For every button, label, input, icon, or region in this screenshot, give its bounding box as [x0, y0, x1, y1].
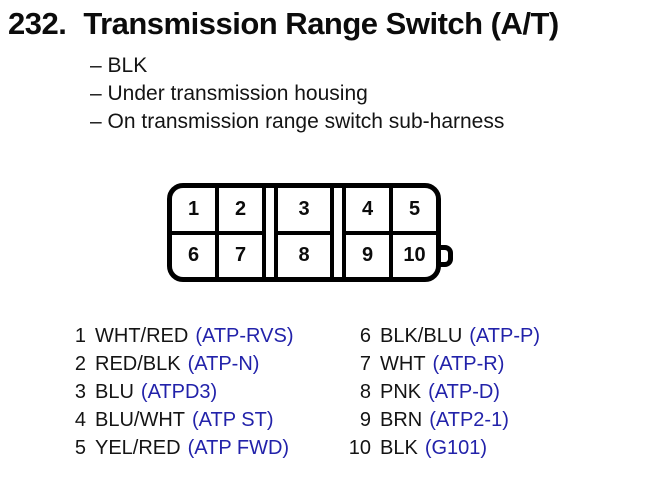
pin-cavity-4: 4 — [346, 188, 389, 231]
pin-number: 4 — [74, 408, 86, 431]
pin-number: 1 — [74, 324, 86, 347]
pin-cavity-7: 7 — [219, 234, 262, 277]
pin-signal-name: (ATP FWD) — [187, 436, 290, 459]
pin-wire-color: PNK — [380, 380, 422, 403]
pin-number: 5 — [74, 436, 86, 459]
pin-signal-name: (ATP-N) — [187, 352, 260, 375]
pin-number: 2 — [74, 352, 86, 375]
pin-signal-name: (ATP-P) — [469, 324, 540, 347]
pin-cavity-9: 9 — [346, 234, 389, 277]
section-number: 232. — [8, 6, 67, 41]
pin-signal-name: (ATP2-1) — [429, 408, 509, 431]
pin-row-8: 8 PNK (ATP-D) — [347, 378, 540, 406]
pin-cavity-3: 3 — [278, 188, 330, 231]
pin-wire-color: YEL/RED — [95, 436, 181, 459]
pin-row-3: 3 BLU (ATPD3) — [62, 378, 293, 406]
pin-signal-name: (ATPD3) — [140, 380, 218, 403]
pin-signal-name: (ATP-D) — [428, 380, 500, 403]
pin-cavity-6: 6 — [172, 234, 215, 277]
pin-wire-color: BLU — [95, 380, 134, 403]
connector-block-middle: 3 8 — [274, 188, 334, 277]
pin-wire-color: BLK/BLU — [380, 324, 463, 347]
pin-wire-color: BRN — [380, 408, 423, 431]
pin-number: 3 — [74, 380, 86, 403]
pin-row-10: 10 BLK (G101) — [347, 434, 540, 462]
pin-row-2: 2 RED/BLK (ATP-N) — [62, 350, 293, 378]
pin-cavity-1: 1 — [172, 188, 215, 231]
page-title: 232. Transmission Range Switch (A/T) — [8, 6, 559, 42]
pin-cavity-5: 5 — [393, 188, 436, 231]
note-harness: – On transmission range switch sub-harne… — [90, 110, 505, 133]
pin-number: 9 — [359, 408, 371, 431]
pin-wire-color: BLU/WHT — [95, 408, 185, 431]
notes-list: – BLK – Under transmission housing – On … — [90, 52, 504, 136]
pin-number: 10 — [348, 436, 371, 459]
pin-number: 6 — [359, 324, 371, 347]
pin-signal-name: (ATP ST) — [192, 408, 274, 431]
pin-row-6: 6 BLK/BLU (ATP-P) — [347, 322, 540, 350]
section-title: Transmission Range Switch (A/T) — [83, 6, 559, 41]
pin-row-4: 4 BLU/WHT (ATP ST) — [62, 406, 293, 434]
pin-cavity-8: 8 — [278, 234, 330, 277]
pin-row-7: 7 WHT (ATP-R) — [347, 350, 540, 378]
connector-block-right: 4 5 9 10 — [342, 188, 436, 277]
pin-wire-color: WHT/RED — [95, 324, 189, 347]
pin-number: 8 — [359, 380, 371, 403]
pin-number: 7 — [359, 352, 371, 375]
pin-wire-color: WHT — [380, 352, 426, 375]
pin-wire-color: BLK — [380, 436, 418, 459]
pin-signal-name: (G101) — [424, 436, 488, 459]
pin-list-left: 1 WHT/RED (ATP-RVS) 2 RED/BLK (ATP-N) 3 … — [62, 322, 294, 462]
pin-list-right: 6 BLK/BLU (ATP-P) 7 WHT (ATP-R) 8 PNK (A… — [347, 322, 540, 462]
connector-key-slot — [334, 188, 342, 277]
note-wire-color: – BLK — [90, 54, 148, 77]
note-location: – Under transmission housing — [90, 82, 368, 105]
connector-block-left: 1 2 6 7 — [172, 188, 266, 277]
connector-outline: 1 2 6 7 3 8 4 5 9 10 — [167, 183, 441, 282]
pin-signal-name: (ATP-RVS) — [195, 324, 294, 347]
pin-row-9: 9 BRN (ATP2-1) — [347, 406, 540, 434]
connector-key-slot — [266, 188, 274, 277]
connector-diagram: 1 2 6 7 3 8 4 5 9 10 — [167, 183, 453, 282]
pin-signal-name: (ATP-R) — [432, 352, 505, 375]
pin-cavity-2: 2 — [219, 188, 262, 231]
pin-row-5: 5 YEL/RED (ATP FWD) — [62, 434, 293, 462]
pin-wire-color: RED/BLK — [95, 352, 181, 375]
pin-cavity-10: 10 — [393, 234, 436, 277]
pin-row-1: 1 WHT/RED (ATP-RVS) — [62, 322, 294, 350]
